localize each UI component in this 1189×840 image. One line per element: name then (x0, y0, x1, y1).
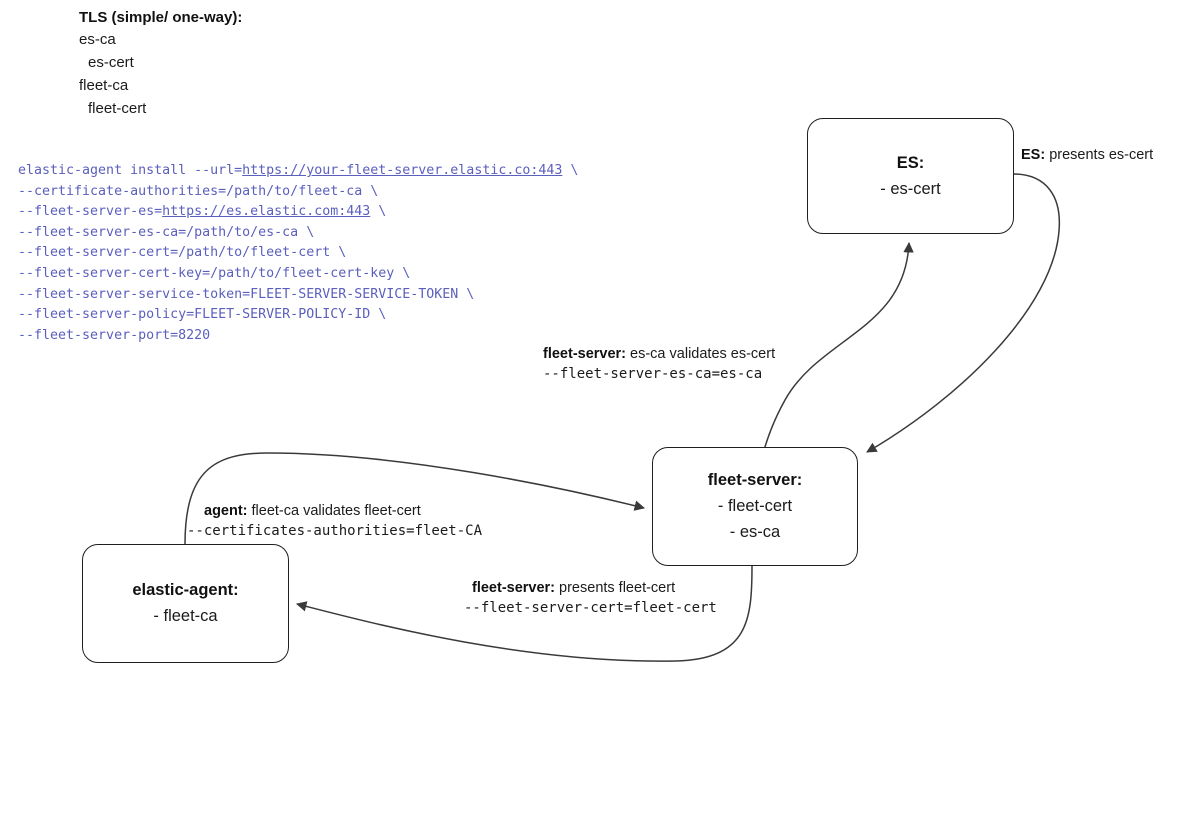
node-es-line-0: - es-cert (880, 179, 941, 198)
edge-label-agent-validates-actor: agent: (204, 503, 248, 519)
tls-legend-item-fleet-cert: fleet-cert (88, 100, 147, 117)
node-fleet-server-title: fleet-server: (707, 471, 803, 489)
command-line-2-link[interactable]: https://es.elastic.com:443 (162, 204, 371, 220)
command-line-1-text: --certificate-authorities=/path/to/fleet… (18, 183, 379, 199)
node-elastic-agent[interactable]: elastic-agent: - fleet-ca (82, 544, 289, 663)
edge-label-es-presents: ES: presents es-cert (1021, 145, 1153, 165)
edge-label-fs-presents-flag: --fleet-server-cert=fleet-cert (464, 600, 717, 616)
node-fleet-server-line-1: - es-ca (729, 523, 781, 541)
node-fleet-server-line-0: - fleet-cert (717, 497, 793, 515)
command-line-0-text: elastic-agent install --url= (18, 163, 243, 178)
command-line-5: --fleet-server-cert-key=/path/to/fleet-c… (18, 264, 578, 285)
tls-legend-item-es-cert: es-cert (88, 54, 134, 71)
command-line-0-link[interactable]: https://your-fleet-server.elastic.co:443 (242, 163, 563, 178)
node-fleet-server[interactable]: fleet-server: - fleet-cert - es-ca (652, 447, 858, 566)
edge-label-agent-validates-text: fleet-ca validates fleet-cert (247, 503, 421, 519)
node-elastic-agent-title: elastic-agent: (132, 581, 239, 599)
command-line-2-tail: \ (370, 204, 387, 220)
edge-label-agent-validates-line-1: agent: fleet-ca validates fleet-cert (204, 501, 482, 521)
tls-legend-title: TLS (simple/ one-way): (79, 9, 243, 26)
command-line-2-text: --fleet-server-es= (18, 204, 163, 220)
edge-label-fs-validates-actor: fleet-server: (543, 346, 627, 362)
command-line-3-text: --fleet-server-es-ca=/path/to/es-ca \ (18, 224, 315, 240)
command-line-2: --fleet-server-es=https://es.elastic.com… (18, 202, 578, 223)
edge-label-agent-validates-flag: --certificates-authorities=fleet-CA (187, 523, 483, 539)
command-line-6-text: --fleet-server-service-token=FLEET-SERVE… (18, 286, 475, 302)
edge-label-fs-validates-line-1: fleet-server: es-ca validates es-cert (543, 344, 775, 364)
node-elastic-agent-line-0: - fleet-ca (153, 607, 218, 625)
command-line-4-text: --fleet-server-cert=/path/to/fleet-cert … (18, 245, 347, 261)
edge-label-es-presents-text: presents es-cert (1045, 147, 1154, 163)
edge-label-fleet-server-validates: fleet-server: es-ca validates es-cert --… (543, 344, 775, 385)
command-line-8: --fleet-server-port=8220 (18, 326, 578, 347)
command-line-5-text: --fleet-server-cert-key=/path/to/fleet-c… (18, 265, 411, 281)
edge-label-fleet-server-presents: fleet-server: presents fleet-cert --flee… (464, 578, 717, 619)
tls-legend-item-fleet-ca: fleet-ca (79, 77, 129, 94)
edge-label-fs-presents-text: presents fleet-cert (555, 580, 676, 596)
node-es[interactable]: ES: - es-cert (807, 118, 1014, 234)
node-es-title: ES: (896, 153, 925, 172)
edge-label-fs-validates-flag: --fleet-server-es-ca=es-ca (543, 366, 763, 382)
command-line-7: --fleet-server-policy=FLEET-SERVER-POLIC… (18, 305, 578, 326)
command-line-4: --fleet-server-cert=/path/to/fleet-cert … (18, 243, 578, 264)
tls-legend-item-es-ca: es-ca (79, 31, 116, 48)
edge-label-es-presents-actor: ES: (1021, 147, 1046, 163)
command-line-1: --certificate-authorities=/path/to/fleet… (18, 182, 578, 203)
edge-label-fs-validates-text: es-ca validates es-cert (626, 346, 776, 362)
command-line-0: elastic-agent install --url=https://your… (18, 161, 578, 182)
command-line-6: --fleet-server-service-token=FLEET-SERVE… (18, 285, 578, 306)
command-line-0-tail: \ (562, 163, 579, 178)
edge-label-fs-presents-actor: fleet-server: (472, 580, 556, 596)
command-line-3: --fleet-server-es-ca=/path/to/es-ca \ (18, 223, 578, 244)
install-command-block: elastic-agent install --url=https://your… (18, 161, 578, 346)
command-line-8-text: --fleet-server-port=8220 (18, 327, 211, 343)
edge-label-agent-validates: agent: fleet-ca validates fleet-cert --c… (187, 501, 482, 542)
command-line-7-text: --fleet-server-policy=FLEET-SERVER-POLIC… (18, 307, 387, 323)
edge-label-fs-presents-line-1: fleet-server: presents fleet-cert (472, 578, 717, 598)
tls-legend: TLS (simple/ one-way): es-ca es-cert fle… (79, 7, 409, 120)
edge-label-es-presents-line-1: ES: presents es-cert (1021, 145, 1153, 165)
